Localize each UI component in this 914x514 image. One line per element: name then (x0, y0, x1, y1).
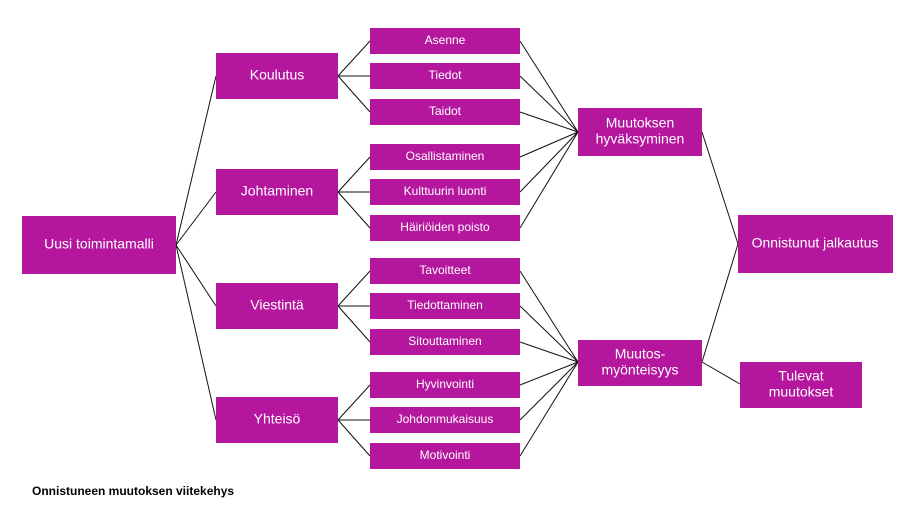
node-muutosmyonteisyys: Muutos- myönteisyys (578, 340, 702, 386)
edge-tiedot-hyvaksyminen (519, 75, 579, 133)
node-onnistunut-jalkautus: Onnistunut jalkautus (738, 215, 893, 273)
node-motivointi: Motivointi (370, 443, 520, 469)
node-hyvinvointi: Hyvinvointi (370, 372, 520, 398)
node-kulttuurin-luonti: Kulttuurin luonti (370, 179, 520, 205)
node-label: Sitouttaminen (408, 334, 481, 348)
node-label-line-1: Tulevat (778, 368, 824, 384)
edge-johtaminen-osallistaminen (337, 156, 371, 193)
diagram-caption: Onnistuneen muutoksen viitekehys (32, 484, 235, 498)
edge-myonteisyys-jalkautus (701, 243, 739, 363)
edge-yhteiso-motivointi (337, 419, 371, 457)
node-yhteiso: Yhteisö (216, 397, 338, 443)
edge-tiedottaminen-myonteisyys (519, 305, 579, 363)
node-tavoitteet: Tavoitteet (370, 258, 520, 284)
node-viestinta: Viestintä (216, 283, 338, 329)
node-asenne: Asenne (370, 28, 520, 54)
edge-viestinta-sitouttaminen (337, 305, 371, 343)
edge-kulttuuri-hyvaksyminen (519, 131, 579, 193)
node-hairioiden-poisto: Häiriöiden poisto (370, 215, 520, 241)
edge-root-koulutus (175, 75, 217, 246)
node-label: Koulutus (250, 67, 304, 83)
node-taidot: Taidot (370, 99, 520, 125)
edge-tavoitteet-myonteisyys (519, 270, 579, 363)
node-label-line-1: Muutos- (615, 346, 666, 362)
node-label: Hyvinvointi (416, 377, 474, 391)
edge-osallistaminen-hyvaksyminen (519, 131, 579, 158)
node-tiedot: Tiedot (370, 63, 520, 89)
node-label: Onnistunut jalkautus (752, 235, 879, 251)
node-label-line-1: Muutoksen (606, 115, 674, 131)
node-label: Tiedot (429, 68, 463, 82)
edge-yhteiso-hyvinvointi (337, 384, 371, 421)
node-johdonmukaisuus: Johdonmukaisuus (370, 407, 520, 433)
edge-root-yhteiso (175, 244, 217, 421)
node-sitouttaminen: Sitouttaminen (370, 329, 520, 355)
edge-hairiot-hyvaksyminen (519, 131, 579, 229)
edge-sitouttaminen-myonteisyys (519, 341, 579, 363)
node-koulutus: Koulutus (216, 53, 338, 99)
edge-hyvinvointi-myonteisyys (519, 361, 579, 386)
node-label-line-2: muutokset (769, 384, 834, 400)
node-label: Tiedottaminen (407, 298, 483, 312)
node-johtaminen: Johtaminen (216, 169, 338, 215)
node-label: Johdonmukaisuus (397, 412, 494, 426)
edge-koulutus-taidot (337, 75, 371, 113)
node-uusi-toimintamalli: Uusi toimintamalli (22, 216, 176, 274)
node-label: Osallistaminen (406, 149, 485, 163)
node-label: Viestintä (250, 297, 304, 313)
edge-koulutus-asenne (337, 40, 371, 77)
node-label: Johtaminen (241, 183, 313, 199)
node-label: Motivointi (420, 448, 471, 462)
node-label: Uusi toimintamalli (44, 236, 154, 252)
node-label-line-2: hyväksyminen (596, 131, 685, 147)
node-label: Asenne (425, 33, 466, 47)
edge-root-johtaminen (175, 191, 217, 246)
edge-taidot-hyvaksyminen (519, 111, 579, 133)
node-label: Yhteisö (254, 411, 301, 427)
connectors (175, 40, 741, 457)
edge-root-viestinta (175, 244, 217, 307)
node-label: Tavoitteet (419, 263, 471, 277)
node-label-line-2: myönteisyys (601, 362, 678, 378)
node-label: Häiriöiden poisto (400, 220, 490, 234)
edge-johdonmukaisuus-myonteisyys (519, 361, 579, 421)
edge-hyvaksyminen-jalkautus (701, 131, 739, 245)
edge-viestinta-tavoitteet (337, 270, 371, 307)
node-muutoksen-hyvaksyminen: Muutoksen hyväksyminen (578, 108, 702, 156)
node-tulevat-muutokset: Tulevat muutokset (740, 362, 862, 408)
edge-asenne-hyvaksyminen (519, 40, 579, 133)
node-label: Kulttuurin luonti (404, 184, 487, 198)
edge-myonteisyys-tulevat (701, 361, 741, 385)
node-label: Taidot (429, 104, 462, 118)
edge-motivointi-myonteisyys (519, 361, 579, 457)
node-tiedottaminen: Tiedottaminen (370, 293, 520, 319)
edge-johtaminen-hairiot (337, 191, 371, 229)
node-osallistaminen: Osallistaminen (370, 144, 520, 170)
